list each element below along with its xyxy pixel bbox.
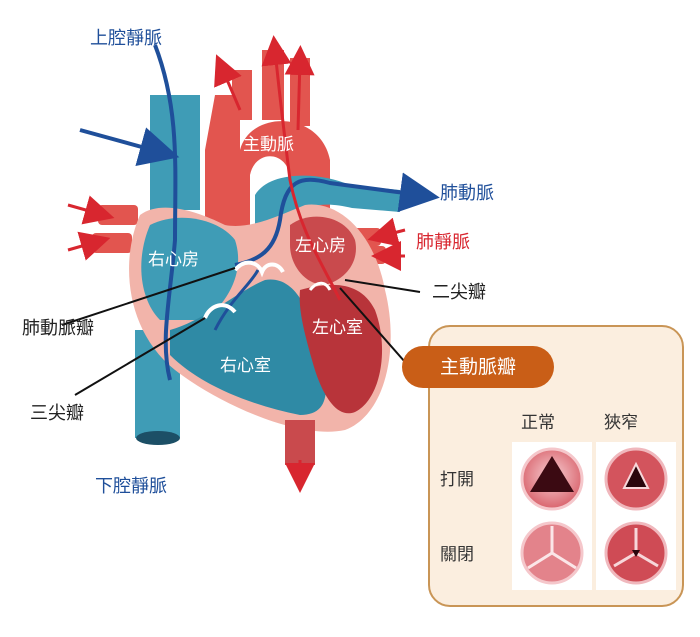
- valve-stenosis-closed-icon: [604, 521, 668, 585]
- valve-normal-closed: [512, 516, 592, 590]
- label-left-atrium: 左心房: [295, 236, 346, 256]
- column-stenosis: 狹窄: [604, 413, 638, 433]
- label-pulmonary-vein: 肺靜脈: [416, 232, 470, 253]
- label-pulmonary-valve: 肺動脈瓣: [22, 318, 94, 339]
- valve-normal-open: [512, 442, 592, 516]
- aortic-valve-title: 主動脈瓣: [402, 346, 554, 388]
- label-aorta: 主動脈: [243, 135, 294, 155]
- right-atrium-chamber: [141, 217, 239, 320]
- left-ventricle-chamber: [299, 284, 383, 414]
- label-right-ventricle: 右心室: [220, 356, 271, 376]
- valve-normal-open-icon: [520, 447, 584, 511]
- valve-stenosis-open-icon: [604, 447, 668, 511]
- row-open: 打開: [440, 470, 474, 490]
- valve-stenosis-closed: [596, 516, 676, 590]
- label-right-atrium: 右心房: [148, 250, 199, 270]
- label-tricuspid-valve: 三尖瓣: [30, 403, 84, 424]
- valve-stenosis-open: [596, 442, 676, 516]
- valve-normal-closed-icon: [520, 521, 584, 585]
- label-mitral-valve: 二尖瓣: [432, 282, 486, 303]
- label-inferior-vena-cava: 下腔靜脈: [95, 476, 167, 497]
- label-pulmonary-artery: 肺動脈: [440, 183, 494, 204]
- row-closed: 關閉: [440, 545, 474, 565]
- label-superior-vena-cava: 上腔靜脈: [90, 28, 162, 49]
- column-normal: 正常: [521, 413, 555, 433]
- label-left-ventricle: 左心室: [312, 318, 363, 338]
